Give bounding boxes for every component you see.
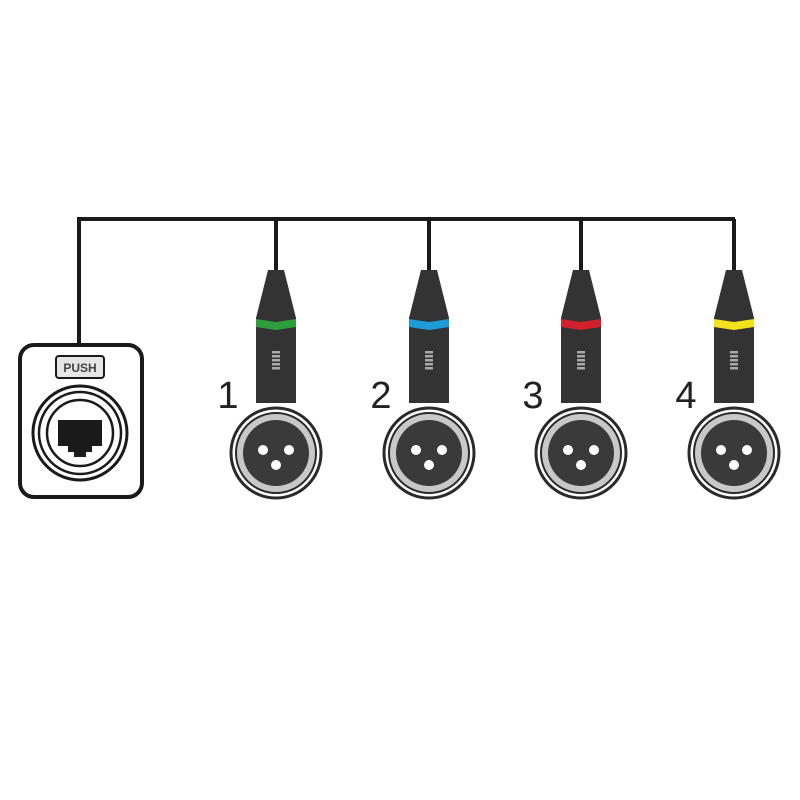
rj45-port-icon (58, 420, 102, 457)
grip-line (730, 363, 738, 366)
xlr-pin (437, 445, 447, 455)
xlr-pin (411, 445, 421, 455)
xlr-socket-face (701, 420, 767, 486)
grip-line (425, 363, 433, 366)
grip-line (577, 355, 585, 358)
xlr-pin (589, 445, 599, 455)
xlr-pin (563, 445, 573, 455)
grip-line (730, 359, 738, 362)
grip-line (272, 359, 280, 362)
xlr-pin (576, 460, 586, 470)
grip-line (272, 351, 280, 354)
grip-line (425, 359, 433, 362)
xlr-pin (716, 445, 726, 455)
ethercon-socket: PUSH (18, 343, 144, 499)
xlr-socket-face (243, 420, 309, 486)
grip-line (577, 359, 585, 362)
push-latch[interactable] (55, 355, 105, 379)
xlr-socket-face (548, 420, 614, 486)
color-band (714, 319, 754, 330)
grip-line (272, 363, 280, 366)
xlr-output-4: 4 (675, 219, 781, 500)
cable-trunk (77, 217, 735, 345)
grip-line (577, 363, 585, 366)
xlr-pin (271, 460, 281, 470)
xlr-pin (424, 460, 434, 470)
xlr-pin (729, 460, 739, 470)
xlr-output-2: 2 (370, 219, 476, 500)
grip-line (577, 367, 585, 370)
grip-line (730, 367, 738, 370)
grip-line (577, 351, 585, 354)
connector-number: 3 (522, 375, 543, 417)
push-label: PUSH (63, 361, 96, 375)
xlr-pin (742, 445, 752, 455)
grip-line (425, 351, 433, 354)
xlr-socket-face (396, 420, 462, 486)
grip-line (730, 351, 738, 354)
xlr-output-1: 1 (217, 219, 323, 500)
color-band (561, 319, 601, 330)
color-band (409, 319, 449, 330)
grip-line (730, 355, 738, 358)
xlr-plug-body (256, 270, 296, 403)
grip-line (425, 355, 433, 358)
grip-line (272, 355, 280, 358)
xlr-output-3: 3 (522, 219, 628, 500)
xlr-plug-body (561, 270, 601, 403)
connector-number: 4 (675, 375, 696, 417)
xlr-plug-body (714, 270, 754, 403)
xlr-plug-body (409, 270, 449, 403)
grip-line (272, 367, 280, 370)
xlr-pin (258, 445, 268, 455)
xlr-pin (284, 445, 294, 455)
grip-line (425, 367, 433, 370)
connector-number: 2 (370, 375, 391, 417)
connector-number: 1 (217, 375, 238, 417)
color-band (256, 319, 296, 330)
